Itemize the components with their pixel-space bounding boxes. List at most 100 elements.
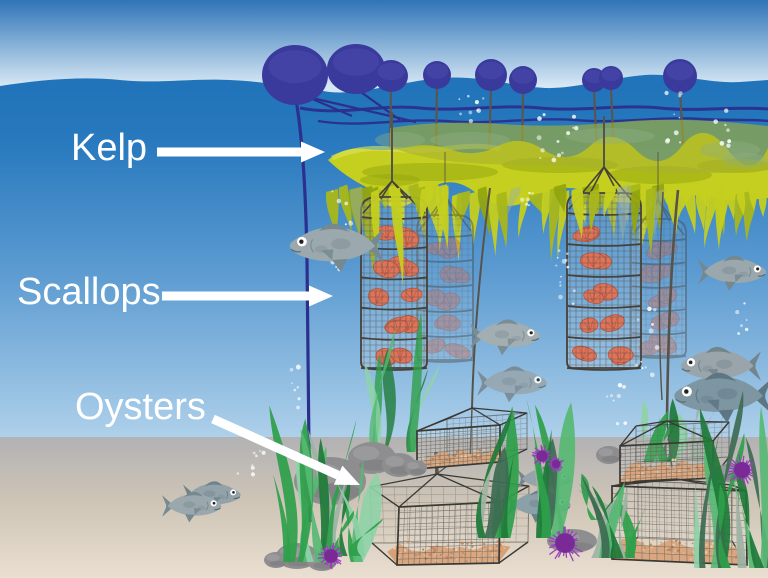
cage-bridle-line	[369, 473, 438, 488]
scallop	[647, 293, 674, 309]
seaweed-blade	[484, 446, 509, 538]
fish	[698, 255, 767, 291]
net-bridle-line	[444, 195, 472, 232]
fish-body	[680, 349, 754, 379]
label-oysters: Oysters	[75, 386, 206, 428]
dropper-rope	[665, 189, 680, 422]
cage-bridle-line	[619, 420, 668, 447]
seaweed-clump	[364, 310, 441, 452]
fish-foreground	[162, 481, 241, 523]
scallop	[648, 240, 671, 256]
scallop	[436, 314, 461, 332]
cage-bridle-line	[398, 473, 438, 508]
kelp-arrow-head	[301, 141, 325, 163]
scallops-in-net	[638, 240, 680, 355]
bubble-cluster	[634, 306, 660, 378]
rock	[405, 460, 427, 476]
seaweed-blade	[581, 473, 597, 520]
seaweed-blade	[698, 404, 725, 568]
scallop-lantern-net	[416, 152, 474, 363]
cage-bridle-line	[637, 478, 677, 482]
fish-body	[704, 258, 767, 284]
scallop	[583, 289, 605, 304]
scallop	[400, 287, 423, 302]
seaweed-blade	[382, 349, 396, 452]
scallop	[572, 227, 599, 242]
fish-dorsal-fin	[495, 319, 518, 326]
scallop	[434, 315, 458, 330]
seaweed-blade	[273, 474, 291, 562]
cage-mesh	[416, 425, 501, 469]
fish	[162, 491, 222, 523]
seaweed-blade	[727, 467, 757, 568]
scallop	[638, 340, 661, 355]
buoy	[374, 60, 408, 92]
scallop	[436, 292, 461, 311]
fish-dorsal-fin	[319, 223, 350, 232]
sea-urchin	[317, 542, 342, 570]
scallop	[439, 265, 460, 283]
bubble-cluster	[536, 113, 579, 163]
seaweed-clump	[334, 478, 384, 556]
seafloor-back-decor	[364, 310, 730, 520]
kelp-canopy	[390, 119, 768, 174]
seaweed-blade	[334, 510, 354, 556]
seaweed-blade	[718, 484, 732, 568]
bubble-cluster	[664, 90, 683, 144]
seaweed-blade	[619, 488, 628, 558]
seaweed-blade	[348, 518, 384, 556]
fish-dorsal-fin	[502, 366, 525, 373]
net-bridle-line	[588, 166, 605, 196]
bubble-cluster	[606, 382, 628, 426]
oysters-arrow-head	[333, 465, 360, 485]
seaweed-blade	[407, 310, 423, 452]
scallops-in-net	[423, 237, 471, 359]
bubble-cluster	[458, 94, 485, 124]
scallop	[423, 338, 446, 354]
seaweed-blade	[339, 478, 351, 556]
seaweed-clump	[580, 474, 646, 558]
bubble-cluster	[289, 364, 301, 410]
cage-bridle-line	[471, 407, 501, 426]
fish	[470, 319, 540, 356]
cage-bridle-line	[635, 420, 668, 427]
label-kelp: Kelp	[71, 127, 148, 169]
rock	[264, 552, 288, 568]
fish-body	[476, 322, 540, 348]
oyster-cage	[619, 420, 730, 484]
scallop	[638, 267, 666, 284]
bubble-cluster	[735, 302, 749, 335]
scallop-lantern-net	[630, 152, 687, 359]
dropper-rope	[437, 463, 451, 474]
seaweed-blade	[533, 452, 551, 538]
kelp-fronds-overlay	[350, 183, 757, 286]
sea-urchin	[548, 526, 583, 562]
bubble-cluster	[520, 191, 534, 207]
scallop	[641, 264, 662, 280]
scallop	[650, 262, 672, 280]
fish-body	[167, 494, 222, 516]
net-bridle-line	[603, 166, 620, 196]
cage-mesh	[619, 441, 714, 483]
seaweed-blade	[591, 485, 624, 558]
seaweed-blade	[715, 390, 744, 568]
seaweed-blade	[699, 408, 731, 568]
fish-dorsal-fin	[705, 346, 732, 355]
label-scallops: Scallops	[17, 271, 161, 313]
fish-dorsal-fin	[204, 481, 223, 487]
fish-dorsal-fin	[704, 372, 737, 382]
cage-bridle-line	[666, 420, 730, 423]
sea-urchin	[531, 444, 552, 466]
fish	[477, 366, 547, 403]
buoy	[327, 44, 385, 94]
seaweed-blade	[364, 362, 382, 452]
fish-midwater	[289, 223, 767, 403]
seaweed-blade	[641, 400, 653, 462]
buoy	[663, 59, 697, 93]
buoys-group	[262, 44, 697, 105]
seaweed-blade	[336, 482, 365, 556]
scallop	[579, 252, 607, 269]
bubble-cluster	[713, 108, 732, 148]
cage-bridle-line	[436, 473, 501, 503]
